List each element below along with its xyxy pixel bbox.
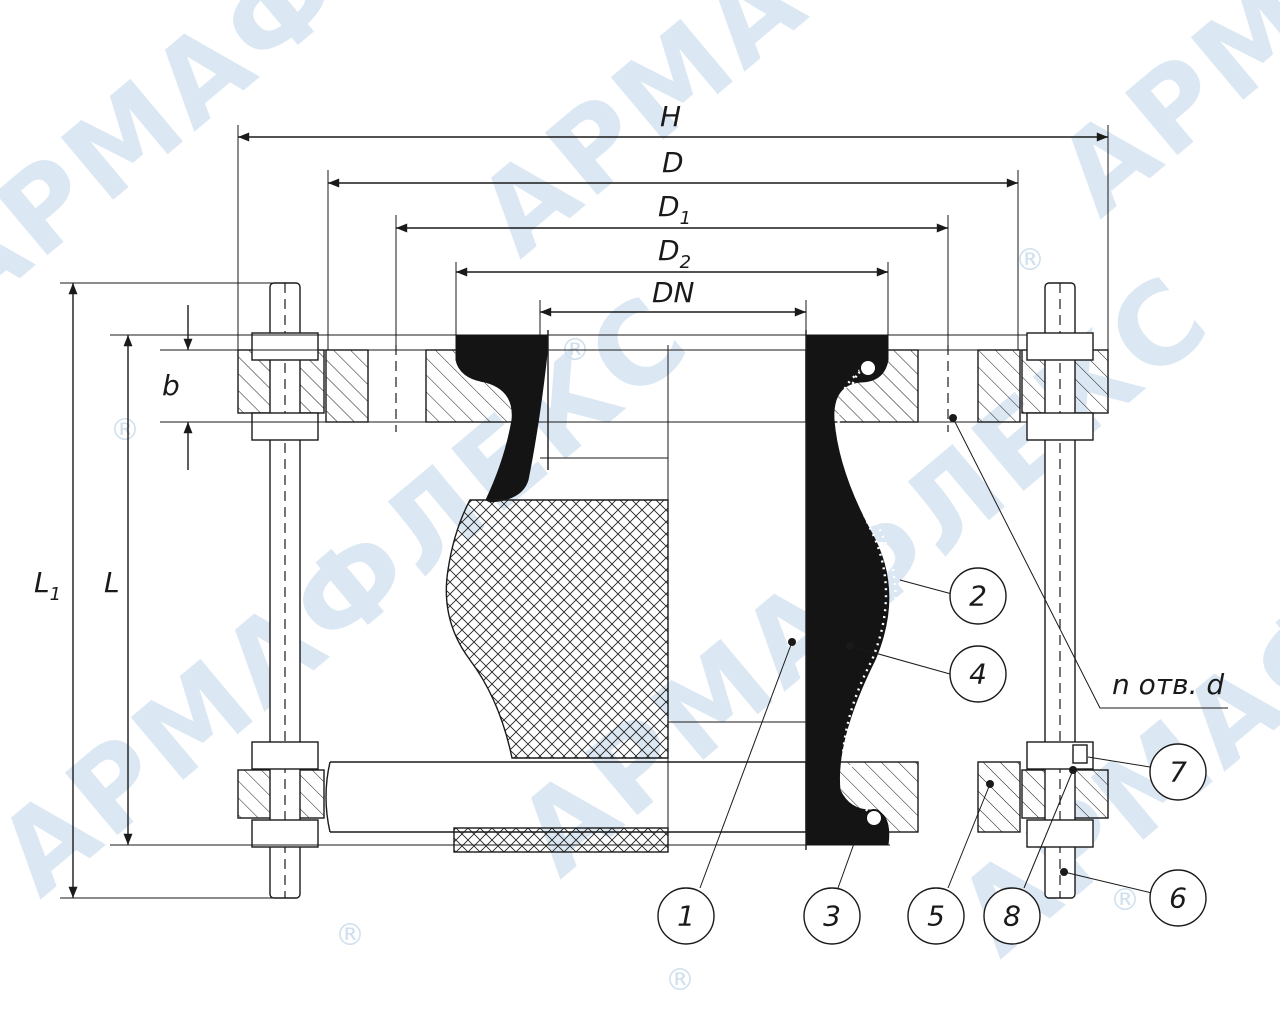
right-bolt bbox=[1026, 282, 1094, 899]
callout-2: 2 bbox=[949, 567, 1007, 625]
left-bellows bbox=[445, 330, 806, 853]
callout-1-label: 1 bbox=[677, 900, 695, 933]
callout-7-label: 7 bbox=[1169, 756, 1187, 789]
label-D1: D1 bbox=[658, 190, 691, 229]
label-holes: n отв. d bbox=[1112, 668, 1224, 701]
callout-3-label: 3 bbox=[823, 900, 841, 933]
label-L: L bbox=[104, 566, 120, 599]
label-b: b bbox=[162, 369, 180, 402]
callout-3: 3 bbox=[803, 887, 861, 945]
callout-5-label: 5 bbox=[927, 900, 945, 933]
registered-mark: ® bbox=[1110, 883, 1140, 918]
callout-8-label: 8 bbox=[1003, 900, 1021, 933]
holes-leader bbox=[949, 414, 1228, 709]
label-L1: L1 bbox=[34, 566, 61, 605]
callout-leaders bbox=[699, 579, 1153, 894]
label-D: D bbox=[662, 146, 684, 179]
left-bolt bbox=[251, 282, 319, 899]
callout-1: 1 bbox=[657, 887, 715, 945]
label-DN: DN bbox=[652, 276, 695, 309]
label-H: H bbox=[660, 100, 681, 133]
callout-5: 5 bbox=[907, 887, 965, 945]
registered-mark: ® bbox=[335, 918, 365, 953]
callout-2-label: 2 bbox=[969, 580, 987, 613]
watermark-text: АРМАФЛЕКС bbox=[1034, 0, 1280, 241]
registered-mark: ® bbox=[665, 963, 695, 998]
registered-mark: ® bbox=[1015, 243, 1045, 278]
registered-mark: ® bbox=[110, 413, 140, 448]
callout-6: 6 bbox=[1149, 869, 1207, 927]
callout-4: 4 bbox=[949, 645, 1007, 703]
dimension-lines bbox=[60, 125, 1109, 899]
callout-8: 8 bbox=[983, 887, 1041, 945]
callout-4-label: 4 bbox=[969, 658, 987, 691]
callout-6-label: 6 bbox=[1169, 882, 1187, 915]
right-bellows bbox=[805, 330, 897, 850]
label-D2: D2 bbox=[658, 234, 691, 273]
callout-7: 7 bbox=[1149, 743, 1207, 801]
